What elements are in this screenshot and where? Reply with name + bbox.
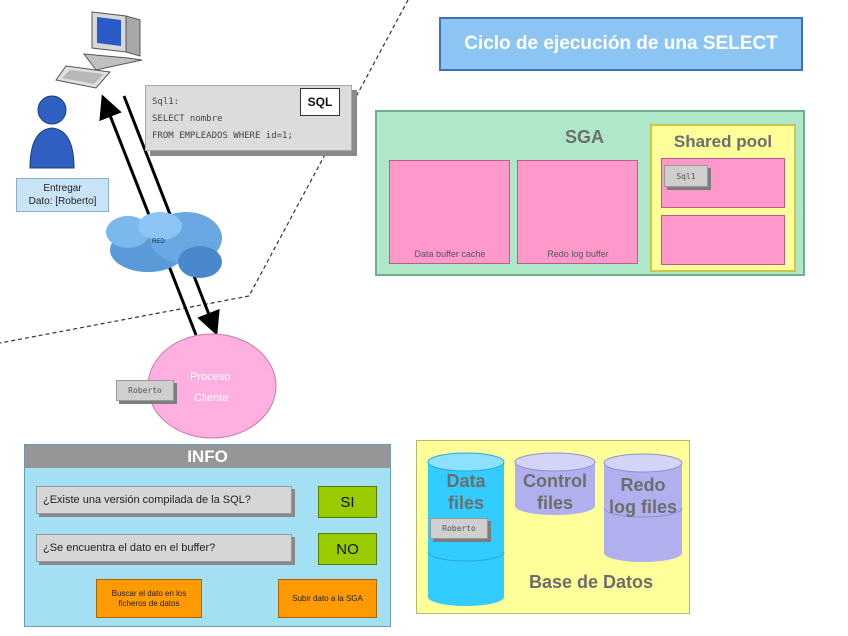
info-header: INFO xyxy=(25,445,390,468)
user-deliver-label: Entregar Dato: [Roberto] xyxy=(16,178,109,212)
sga-label: SGA xyxy=(565,127,605,147)
sql-line-1: Sql1: xyxy=(152,97,180,107)
computer-icon xyxy=(55,11,143,89)
user-label-line-1: Entregar xyxy=(43,183,82,194)
user-label-line-2: Dato: [Roberto] xyxy=(28,196,97,207)
control-files-label: Control files xyxy=(523,471,587,513)
process-label-line-2: Cliente xyxy=(194,392,229,404)
sql-line-3: FROM EMPLEADOS WHERE id=1; xyxy=(152,131,293,141)
request-arrow xyxy=(122,95,220,336)
question-compiled-sql: ¿Existe una versión compilada de la SQL? xyxy=(36,486,292,514)
network-label: RED xyxy=(152,239,165,245)
data-files-label: Data files xyxy=(446,471,486,513)
step-load-to-sga: Subir dato a la SGA xyxy=(278,579,377,618)
control-files-cylinder xyxy=(514,452,596,515)
redo-log-buffer-label: Redo log buffer xyxy=(547,249,609,259)
dashed-boundary-line xyxy=(0,0,409,344)
diagram-title: Ciclo de ejecución de una SELECT xyxy=(439,17,803,71)
datafile-data-chip: Roberto xyxy=(430,518,488,539)
answer-compiled-sql: SI xyxy=(318,486,377,518)
shared-pool-label: Shared pool xyxy=(673,132,773,151)
step-search-datafiles: Buscar el dato en los ficheros de datos xyxy=(96,579,202,618)
shared-pool-sql-chip: Sql1 xyxy=(664,165,708,187)
redo-log-buffer-box xyxy=(517,160,638,264)
process-label-line-1: Proceso xyxy=(190,371,231,383)
data-buffer-cache-label: Data buffer cache xyxy=(414,249,486,259)
sql-logo-icon: SQL xyxy=(300,88,340,116)
redo-log-files-label: Redo log files xyxy=(608,475,677,517)
process-data-chip: Roberto xyxy=(116,380,174,401)
redo-log-files-cylinder xyxy=(603,453,683,562)
question-data-in-buffer: ¿Se encuentra el dato en el buffer? xyxy=(36,534,292,562)
network-cloud-icon xyxy=(106,212,222,278)
sql-line-2: SELECT nombre xyxy=(152,114,223,124)
user-icon xyxy=(29,95,75,169)
database-label: Base de Datos xyxy=(528,572,654,592)
sql-statement-card: Sql1: SELECT nombre FROM EMPLEADOS WHERE… xyxy=(145,85,352,151)
data-buffer-cache-box xyxy=(389,160,510,264)
shared-pool-area-2 xyxy=(661,215,785,265)
answer-data-in-buffer: NO xyxy=(318,533,377,565)
